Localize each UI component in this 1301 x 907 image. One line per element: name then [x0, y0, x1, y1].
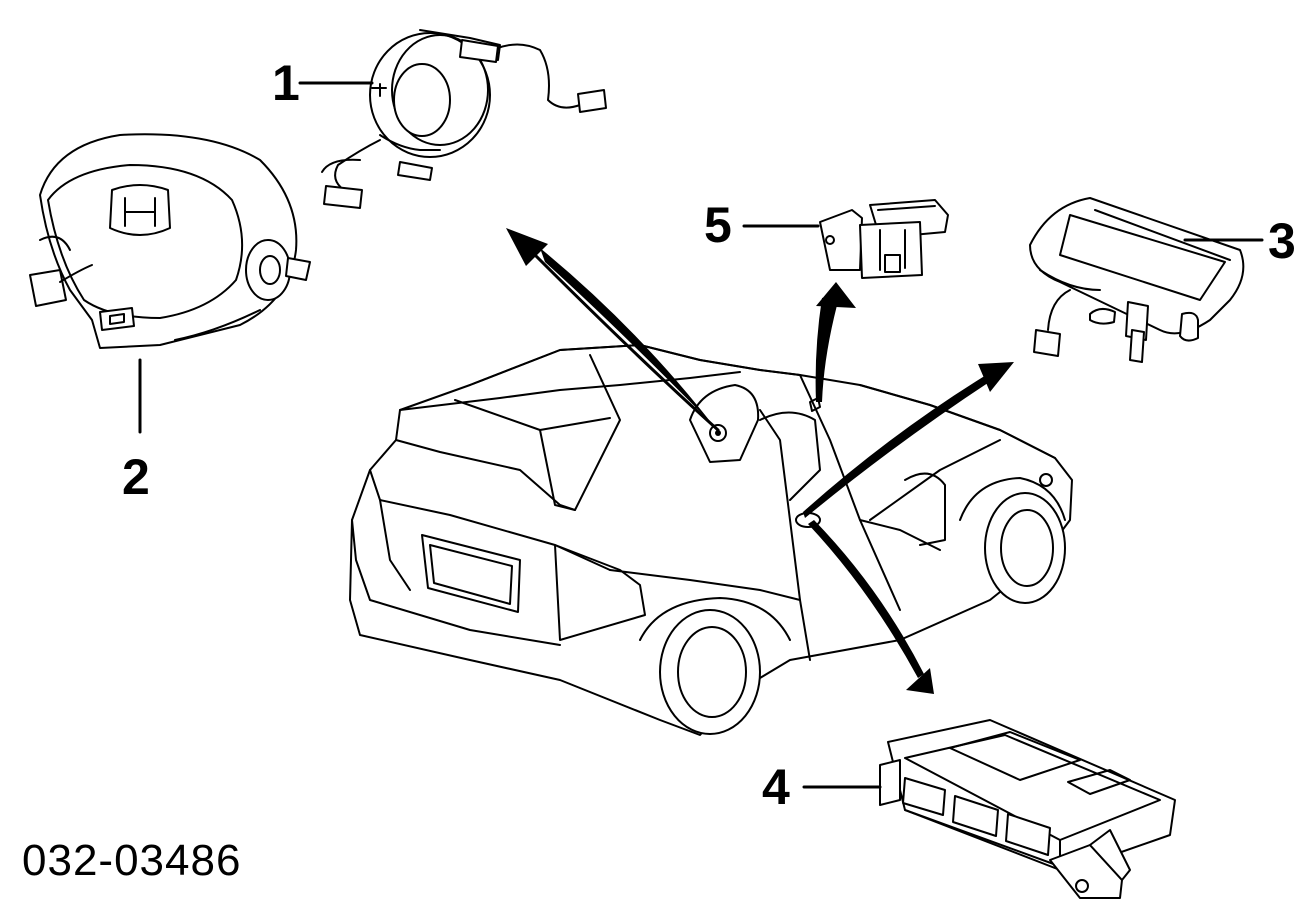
callout-4: 4 [762, 759, 790, 815]
diagram-part-number: 032-03486 [22, 836, 242, 885]
callout-5: 5 [704, 197, 732, 253]
part-3-passenger-airbag [1029, 197, 1245, 363]
car-illustration [349, 344, 1073, 736]
callout-2: 2 [122, 449, 150, 505]
callout-1: 1 [272, 55, 300, 111]
location-arrows [506, 228, 1014, 694]
part-2-driver-airbag [29, 133, 311, 349]
leader-lines [138, 81, 1264, 789]
part-5-impact-sensor [819, 199, 949, 279]
callout-3: 3 [1268, 213, 1296, 269]
part-1-cable-reel [321, 29, 607, 209]
part-4-srs-control-unit [879, 719, 1176, 899]
